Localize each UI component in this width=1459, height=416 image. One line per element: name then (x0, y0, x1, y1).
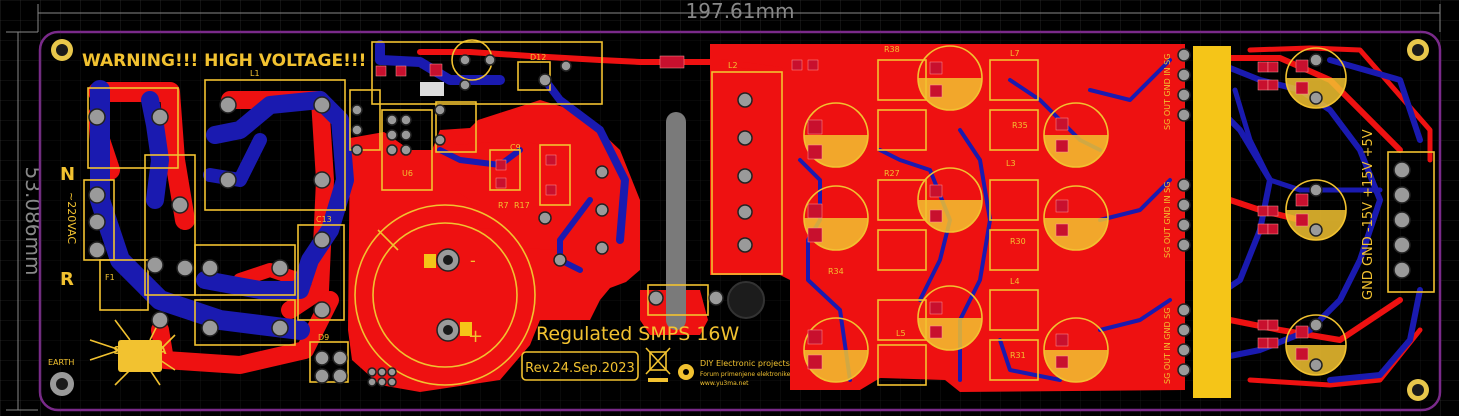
svg-text:R17: R17 (514, 201, 530, 210)
bridge-label-1: SG OUT GND IN SG (1163, 54, 1172, 130)
svg-text:R31: R31 (1010, 351, 1026, 360)
main-capacitor-outline (354, 204, 536, 386)
saviola-logo: SAVIOLA (89, 319, 176, 386)
svg-text:R27: R27 (884, 169, 900, 178)
revision-label: Rev.24.Sep.2023 (525, 361, 635, 376)
svg-text:L5: L5 (896, 329, 906, 338)
width-dimension-label: 197.61mm (686, 0, 795, 23)
output-connector-outline (1387, 151, 1435, 293)
svg-text:R7: R7 (498, 201, 509, 210)
credit-line-2: Forum primenjene elektronike (700, 371, 791, 378)
output-bus-bar (1193, 46, 1231, 398)
bridge-label-3: SG OUT IN GND SG (1163, 308, 1172, 384)
mains-terminal-outline (83, 179, 115, 261)
svg-text:U6: U6 (402, 169, 413, 178)
credit-line-1: DIY Electronic projects (700, 359, 790, 368)
width-dimension: 197.61mm (37, 0, 1441, 32)
svg-text:L7: L7 (1010, 49, 1020, 58)
credit-line-3: www.yu3ma.net (700, 380, 749, 387)
svg-text:R38: R38 (884, 45, 900, 54)
output-connector-label: GND GND -15V +15V +5V (1361, 129, 1376, 300)
svg-text:D9: D9 (318, 333, 329, 342)
svg-text:L2: L2 (728, 61, 738, 70)
weee-symbol-icon (645, 347, 671, 382)
mains-n-label: N (60, 164, 75, 185)
warning-label: WARNING!!! HIGH VOLTAGE!!! (82, 51, 366, 71)
gear-icon (678, 364, 694, 380)
svg-text:C13: C13 (316, 215, 332, 224)
bridge-label-2: SG OUT GND IN SG (1163, 182, 1172, 258)
svg-text:R30: R30 (1010, 237, 1026, 246)
svg-text:D12: D12 (530, 53, 546, 62)
mains-r-label: R (60, 269, 74, 290)
saviola-logo-text: SAVIOLA (113, 344, 167, 357)
transformer-core (666, 112, 686, 330)
pole-minus-label: - (470, 251, 476, 270)
svg-text:C9: C9 (510, 143, 521, 152)
svg-text:L4: L4 (1010, 277, 1020, 286)
svg-text:L1: L1 (250, 69, 260, 78)
svg-text:F1: F1 (105, 273, 115, 282)
pads-layer (50, 39, 1429, 401)
svg-text:R34: R34 (828, 267, 844, 276)
board-title: Regulated SMPS 16W (536, 323, 739, 345)
earth-label: EARTH (48, 358, 74, 367)
smd-pads (375, 55, 1309, 370)
svg-text:L3: L3 (1006, 159, 1016, 168)
mains-voltage-label: ~220VAC (65, 192, 78, 244)
svg-text:R35: R35 (1012, 121, 1028, 130)
